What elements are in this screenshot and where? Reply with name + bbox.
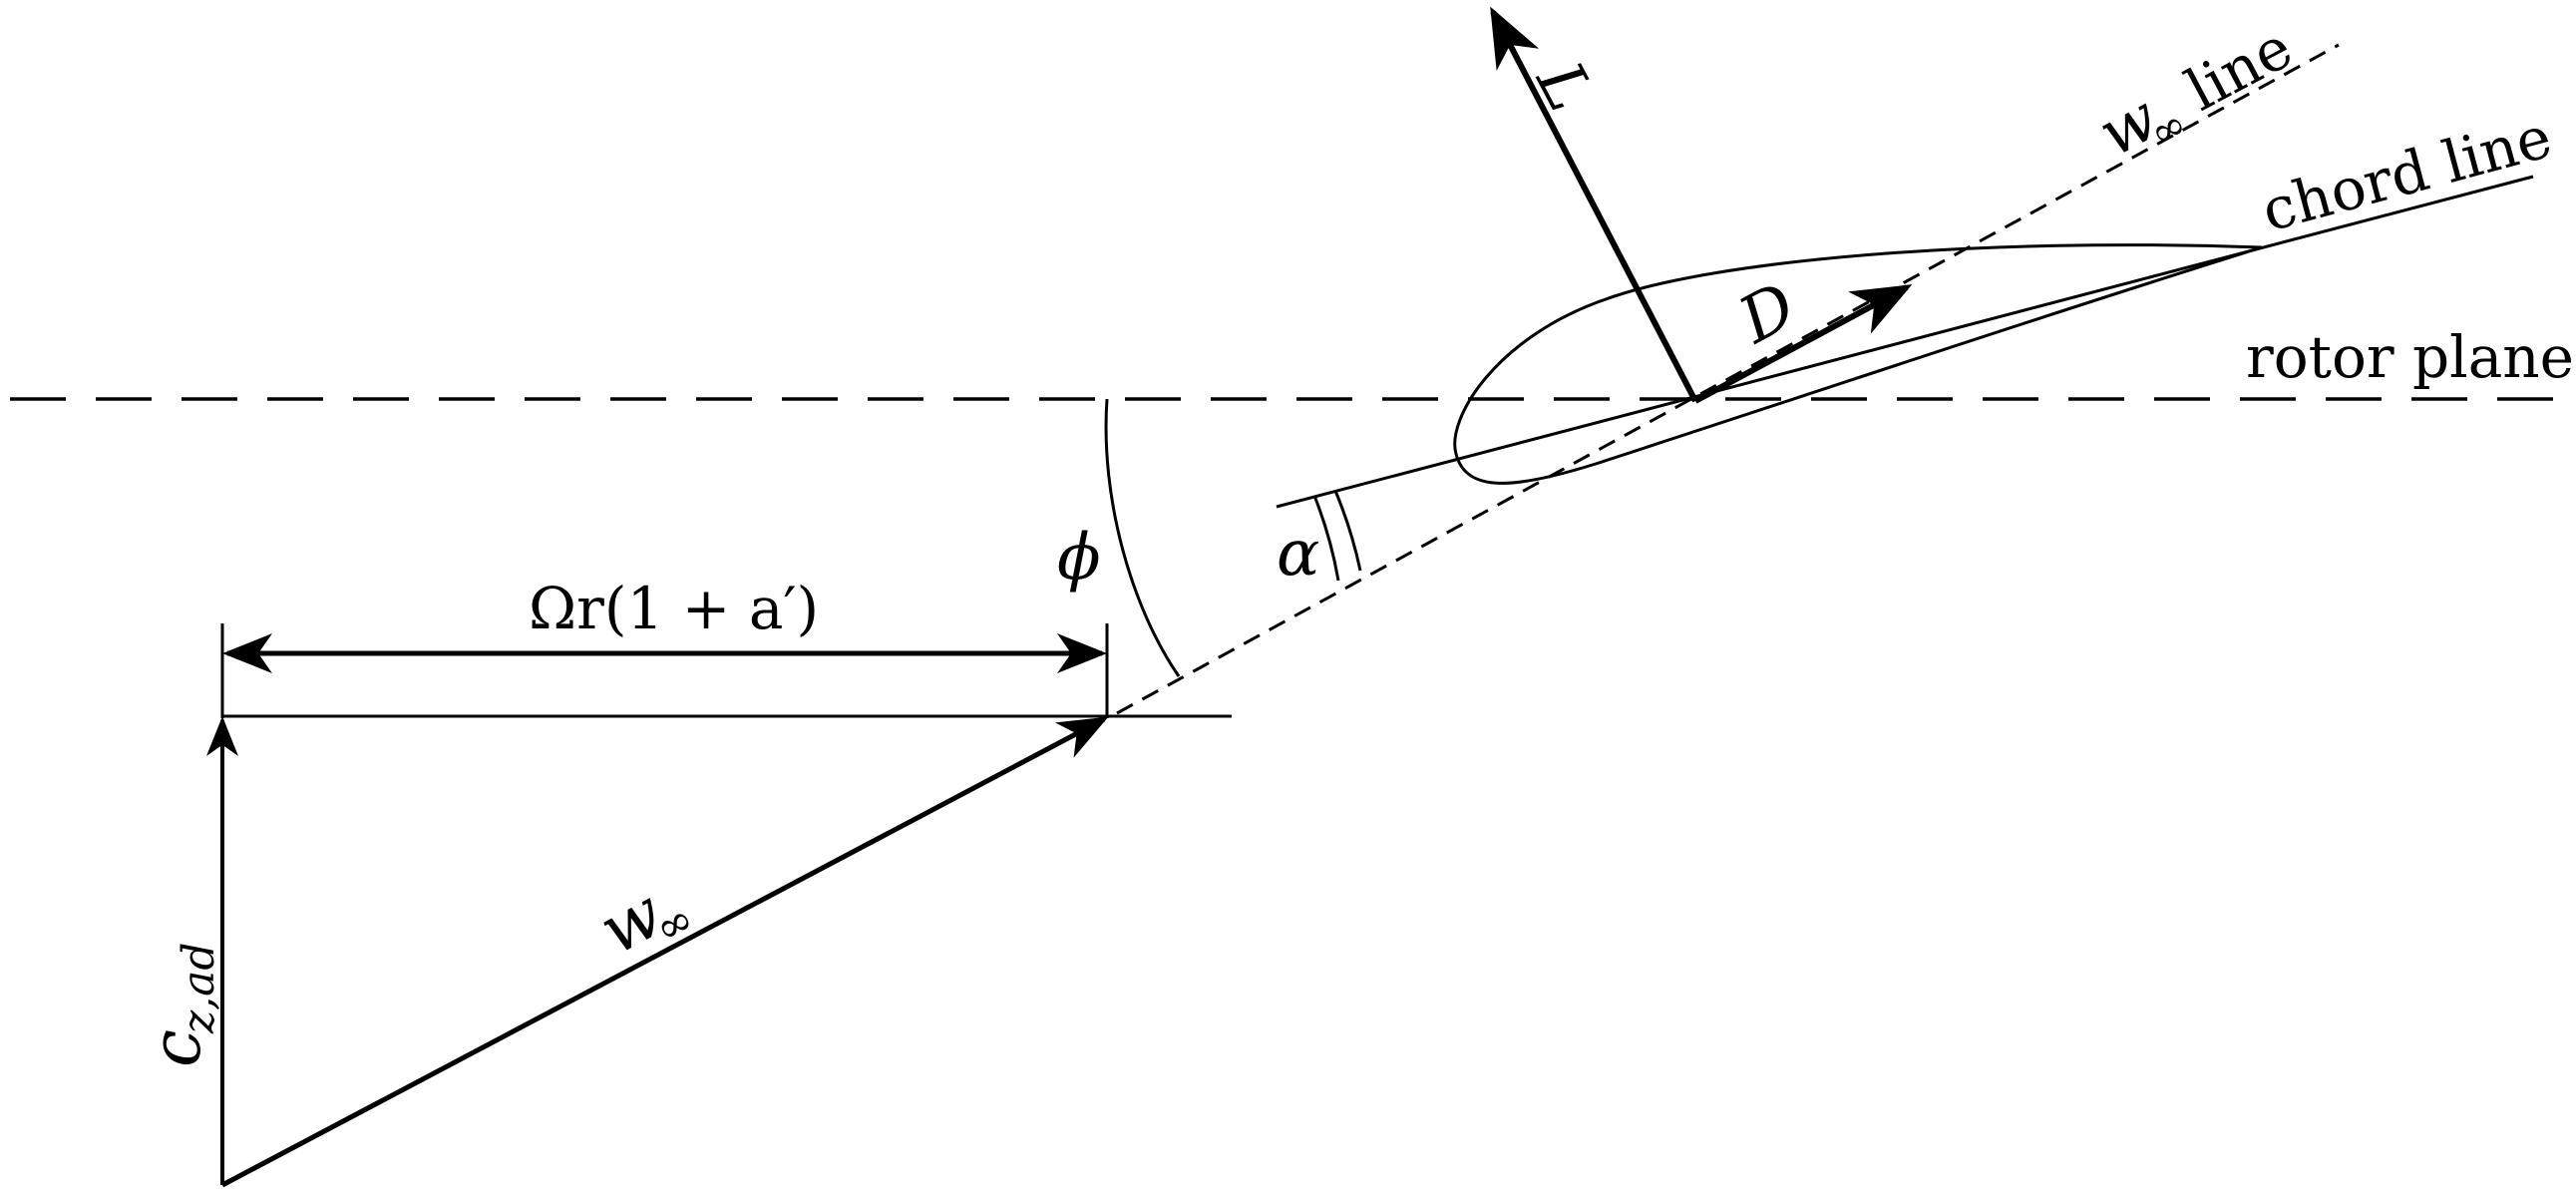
lift-label: L [1521, 50, 1607, 123]
alpha-label: α [1277, 517, 1319, 591]
phi-arc [1104, 398, 1181, 677]
w-inf-line [1116, 43, 2340, 715]
chord-line-label: chord line [2255, 103, 2558, 245]
relative-velocity-arrow [220, 716, 1109, 1188]
lift-vector [1490, 6, 1698, 403]
alpha-arc-outer [1312, 495, 1340, 582]
drag-vector [1693, 284, 1913, 404]
axial-velocity-subscript: z,ad [174, 942, 224, 1034]
rotor-plane-label: rotor plane [2246, 323, 2574, 391]
tangential-velocity-label: Ωr(1 + a′) [529, 575, 819, 642]
axial-velocity-symbol: c [138, 1029, 216, 1067]
alpha-arc-inner [1333, 490, 1362, 572]
airfoil-profile [1453, 243, 2263, 485]
w-inf-line-label: w ∞ line [2087, 13, 2303, 172]
axial-velocity-label: c z,ad [138, 942, 224, 1067]
phi-label: ϕ [1057, 521, 1101, 595]
w-inf-line-word: line [2175, 13, 2303, 124]
chord-line [1276, 175, 2534, 509]
